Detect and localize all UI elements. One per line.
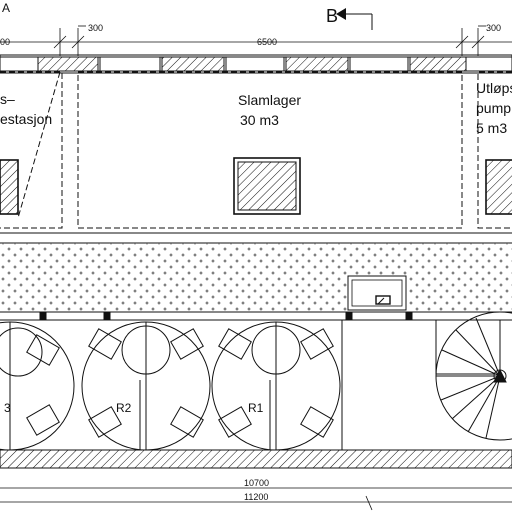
room-middle-label-2: 30 m3 — [240, 112, 279, 128]
bottom-wall — [0, 449, 512, 469]
left-room-diagonal — [17, 71, 61, 219]
top-dimension-line — [0, 25, 512, 56]
room-hatches — [0, 157, 512, 215]
dimension-top-left-cut: 00 — [0, 37, 10, 47]
dimension-top-left: 300 — [88, 23, 103, 33]
tank-left-label: 3 — [4, 401, 11, 415]
room-middle-label-1: Slamlager — [238, 92, 301, 108]
floor-slab — [0, 232, 512, 321]
room-right-label-1: Utløps — [476, 80, 512, 96]
bottom-dimension-lines — [0, 487, 512, 511]
dimension-bottom-outer: 11200 — [244, 492, 268, 502]
tank-r2-label: R2 — [116, 401, 132, 415]
svg-text:A: A — [2, 1, 10, 15]
section-marker-b: B — [326, 6, 373, 30]
room-right-label-2: pump — [476, 100, 511, 116]
room-left-label-2: estasjon — [0, 111, 52, 127]
tank-r1-label: R1 — [248, 401, 264, 415]
tank-r2 — [81, 321, 211, 451]
dimension-top-right: 300 — [486, 23, 501, 33]
room-outlines — [0, 71, 512, 229]
tank-left — [0, 321, 75, 451]
section-marker-label: B — [326, 6, 338, 26]
room-left-label-1: s– — [0, 91, 15, 107]
room-right-label-3: 5 m3 — [476, 120, 507, 136]
section-arrow-icon — [336, 8, 346, 20]
tank-r1 — [211, 321, 341, 451]
spiral-staircase-icon — [435, 311, 512, 441]
dimension-top-middle: 6500 — [257, 37, 277, 47]
top-wall — [0, 54, 512, 74]
dimension-bottom-inner: 10700 — [244, 478, 269, 488]
